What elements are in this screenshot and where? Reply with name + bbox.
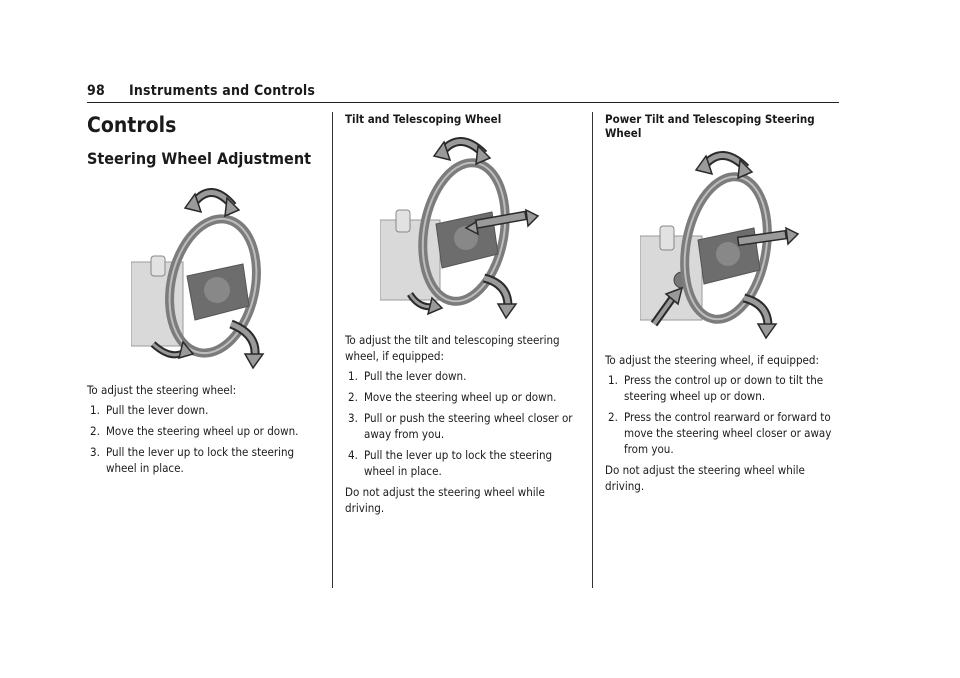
instructions-intro: To adjust the steering wheel, if equippe… xyxy=(605,353,819,367)
steps-list: 1.Press the control up or down to tilt t… xyxy=(605,372,835,457)
subsection-heading: Power Tilt and Telescoping Steering Whee… xyxy=(605,112,815,140)
section-title: Instruments and Controls xyxy=(129,83,316,99)
column-divider xyxy=(592,112,593,588)
safety-note: Do not adjust the steering wheel while d… xyxy=(605,463,805,493)
list-item: 1.Pull the lever down. xyxy=(90,403,209,417)
steering-wheel-illustration xyxy=(131,188,265,370)
column-steering-adjustment: Controls Steering Wheel Adjustment To ad… xyxy=(87,112,315,481)
instructions-intro: To adjust the tilt and telescoping steer… xyxy=(345,333,560,363)
page-number: 98 xyxy=(87,83,105,99)
section-heading: Steering Wheel Adjustment xyxy=(87,149,311,168)
column-power-tilt-telescoping: Power Tilt and Telescoping Steering Whee… xyxy=(605,112,835,494)
instructions-intro: To adjust the steering wheel: xyxy=(87,383,237,397)
steps-list: 1.Pull the lever down. 2.Move the steeri… xyxy=(87,402,315,476)
list-item: 4.Pull the lever up to lock the steering… xyxy=(348,448,553,478)
page-header: 98 Instruments and Controls xyxy=(87,83,839,105)
steps-list: 1.Pull the lever down. 2.Move the steeri… xyxy=(345,368,575,479)
power-steering-wheel-illustration xyxy=(640,151,800,340)
safety-note: Do not adjust the steering wheel while d… xyxy=(345,485,545,515)
subsection-heading: Tilt and Telescoping Wheel xyxy=(345,112,502,126)
list-item: 2.Move the steering wheel up or down. xyxy=(90,424,299,438)
list-item: 1.Press the control up or down to tilt t… xyxy=(608,373,824,403)
header-rule xyxy=(87,102,839,103)
list-item: 3.Pull or push the steering wheel closer… xyxy=(348,411,573,441)
column-tilt-telescoping: Tilt and Telescoping Wheel To adjust the… xyxy=(345,112,575,516)
list-item: 2.Move the steering wheel up or down. xyxy=(348,390,557,404)
column-divider xyxy=(332,112,333,588)
page-title: Controls xyxy=(87,113,177,137)
list-item: 3.Pull the lever up to lock the steering… xyxy=(90,445,295,475)
list-item: 1.Pull the lever down. xyxy=(348,369,467,383)
tilt-telescoping-wheel-illustration xyxy=(380,137,540,320)
list-item: 2.Press the control rearward or forward … xyxy=(608,410,832,456)
